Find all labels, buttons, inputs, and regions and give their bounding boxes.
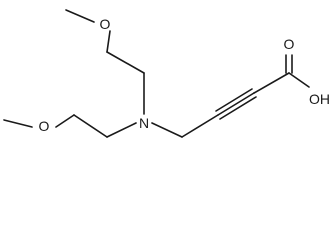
bond-o-bottom-ch2 xyxy=(55,114,75,128)
bond-methyl-o-bottom xyxy=(3,119,33,128)
atom-o-top: O xyxy=(100,16,111,32)
atom-n-center: N xyxy=(139,115,149,131)
triple-bond-line-2 xyxy=(215,88,253,112)
atom-o-carbonyl: O xyxy=(284,36,295,52)
bond-ch2-ch2-top xyxy=(106,51,145,74)
atom-o-bottom: O xyxy=(39,118,50,134)
triple-bond-line-3 xyxy=(219,96,257,120)
molecule-diagram: O O N O OH xyxy=(3,9,330,138)
atom-oh-acid: OH xyxy=(309,91,330,107)
bond-alkyne-carboxyl xyxy=(253,72,290,94)
bond-o-top-ch2 xyxy=(106,30,111,53)
bond-methyl-o-top xyxy=(65,9,95,23)
bond-carboxyl-oh xyxy=(288,72,310,88)
bond-ch2-alkyne xyxy=(181,114,219,138)
bond-n-ch2 xyxy=(151,122,183,138)
bond-ch2-ch2-bottom xyxy=(73,114,108,138)
bond-ch2-n-bottom xyxy=(106,122,137,138)
triple-bond-line-1 xyxy=(217,92,255,116)
